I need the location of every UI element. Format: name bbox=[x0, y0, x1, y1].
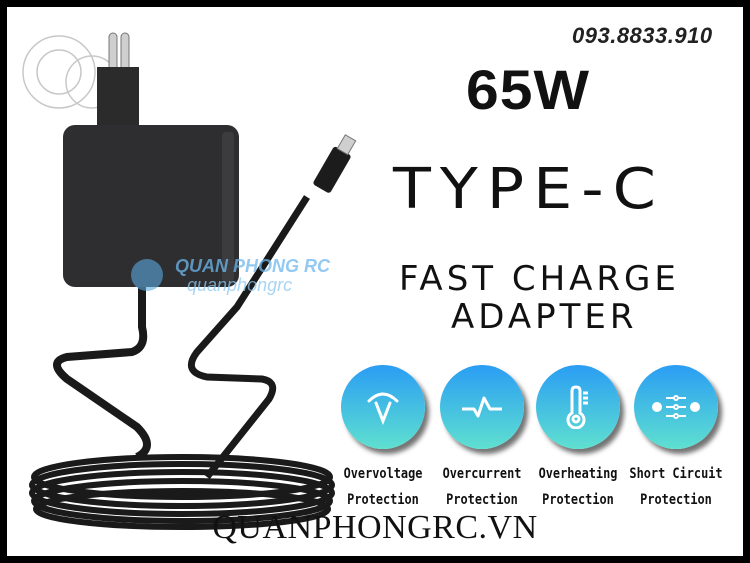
product-banner: QUAN PHONG RC quanphongrc 093.8833.910 6… bbox=[7, 7, 743, 556]
adapter-image bbox=[22, 32, 357, 530]
feature-label: Short Circuit bbox=[629, 466, 723, 482]
watermark-brand: QUAN PHONG RC bbox=[175, 256, 331, 276]
subtitle-line2: ADAPTER bbox=[451, 297, 638, 337]
feature-sublabel: Protection bbox=[446, 492, 518, 508]
watermark-handle: quanphongrc bbox=[187, 275, 293, 295]
feature-label: Overheating bbox=[538, 466, 618, 482]
feature-sublabel: Protection bbox=[542, 492, 614, 508]
phone-number: 093.8833.910 bbox=[572, 23, 713, 48]
feature-sublabel: Protection bbox=[640, 492, 712, 508]
pulse-icon bbox=[440, 365, 524, 449]
feature-label: Overvoltage bbox=[343, 466, 423, 482]
voltage-icon bbox=[341, 365, 425, 449]
wattage-title: 65W bbox=[466, 58, 591, 121]
connector-title: TYPE-C bbox=[393, 155, 665, 222]
thermometer-icon bbox=[536, 365, 620, 449]
qp-logo-icon bbox=[131, 259, 163, 291]
circuit-icon bbox=[634, 365, 718, 449]
website-footer: QUANPHONGRC.VN bbox=[212, 509, 538, 546]
feature-sublabel: Protection bbox=[347, 492, 419, 508]
feature-label: Overcurrent bbox=[442, 466, 522, 482]
subtitle-line1: FAST CHARGE bbox=[399, 259, 680, 299]
